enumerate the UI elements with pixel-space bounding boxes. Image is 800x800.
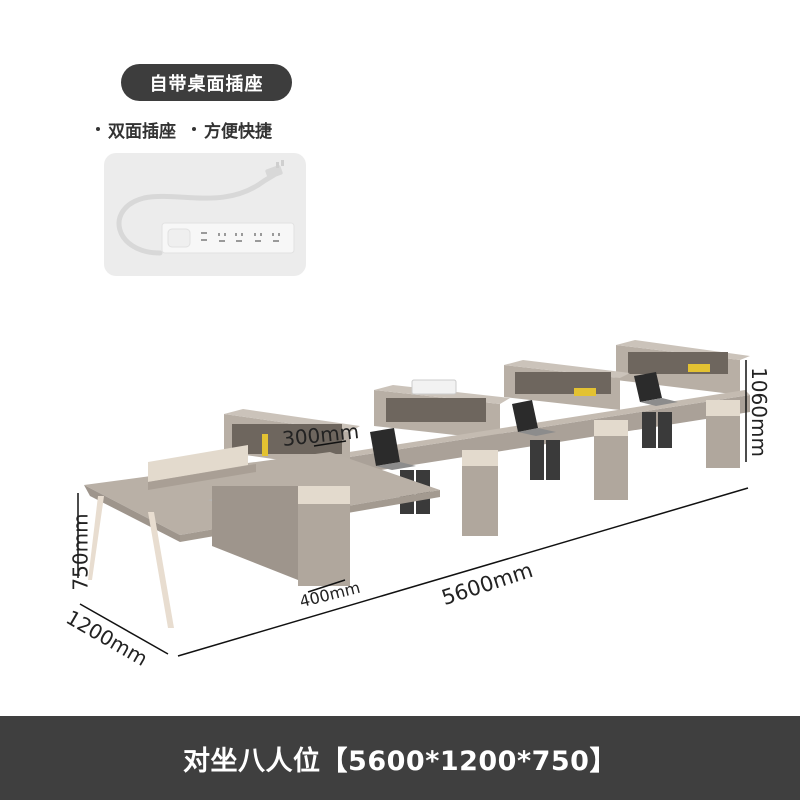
feature-badge: 自带桌面插座 — [121, 64, 292, 101]
product-title-bar: 对坐八人位【5600*1200*750】 — [0, 716, 800, 800]
dimension-shelf-height: 1060mm — [746, 367, 771, 457]
bullet-icon — [96, 127, 100, 131]
bullet-icon — [192, 127, 196, 131]
feature-label: 方便快捷 — [204, 121, 272, 142]
power-strip-icon — [116, 160, 295, 256]
feature-list: 双面插座 方便快捷 — [96, 116, 272, 142]
feature-label: 双面插座 — [108, 121, 176, 142]
product-title: 对坐八人位【5600*1200*750】 — [183, 745, 617, 777]
dimension-desk-height: 750mm — [68, 513, 93, 591]
office-workstation-desk-icon — [77, 340, 750, 657]
hutch-back — [374, 340, 750, 440]
power-strip-image — [104, 153, 306, 276]
feature-item: 方便快捷 — [192, 117, 272, 142]
feature-item: 双面插座 — [96, 117, 176, 142]
